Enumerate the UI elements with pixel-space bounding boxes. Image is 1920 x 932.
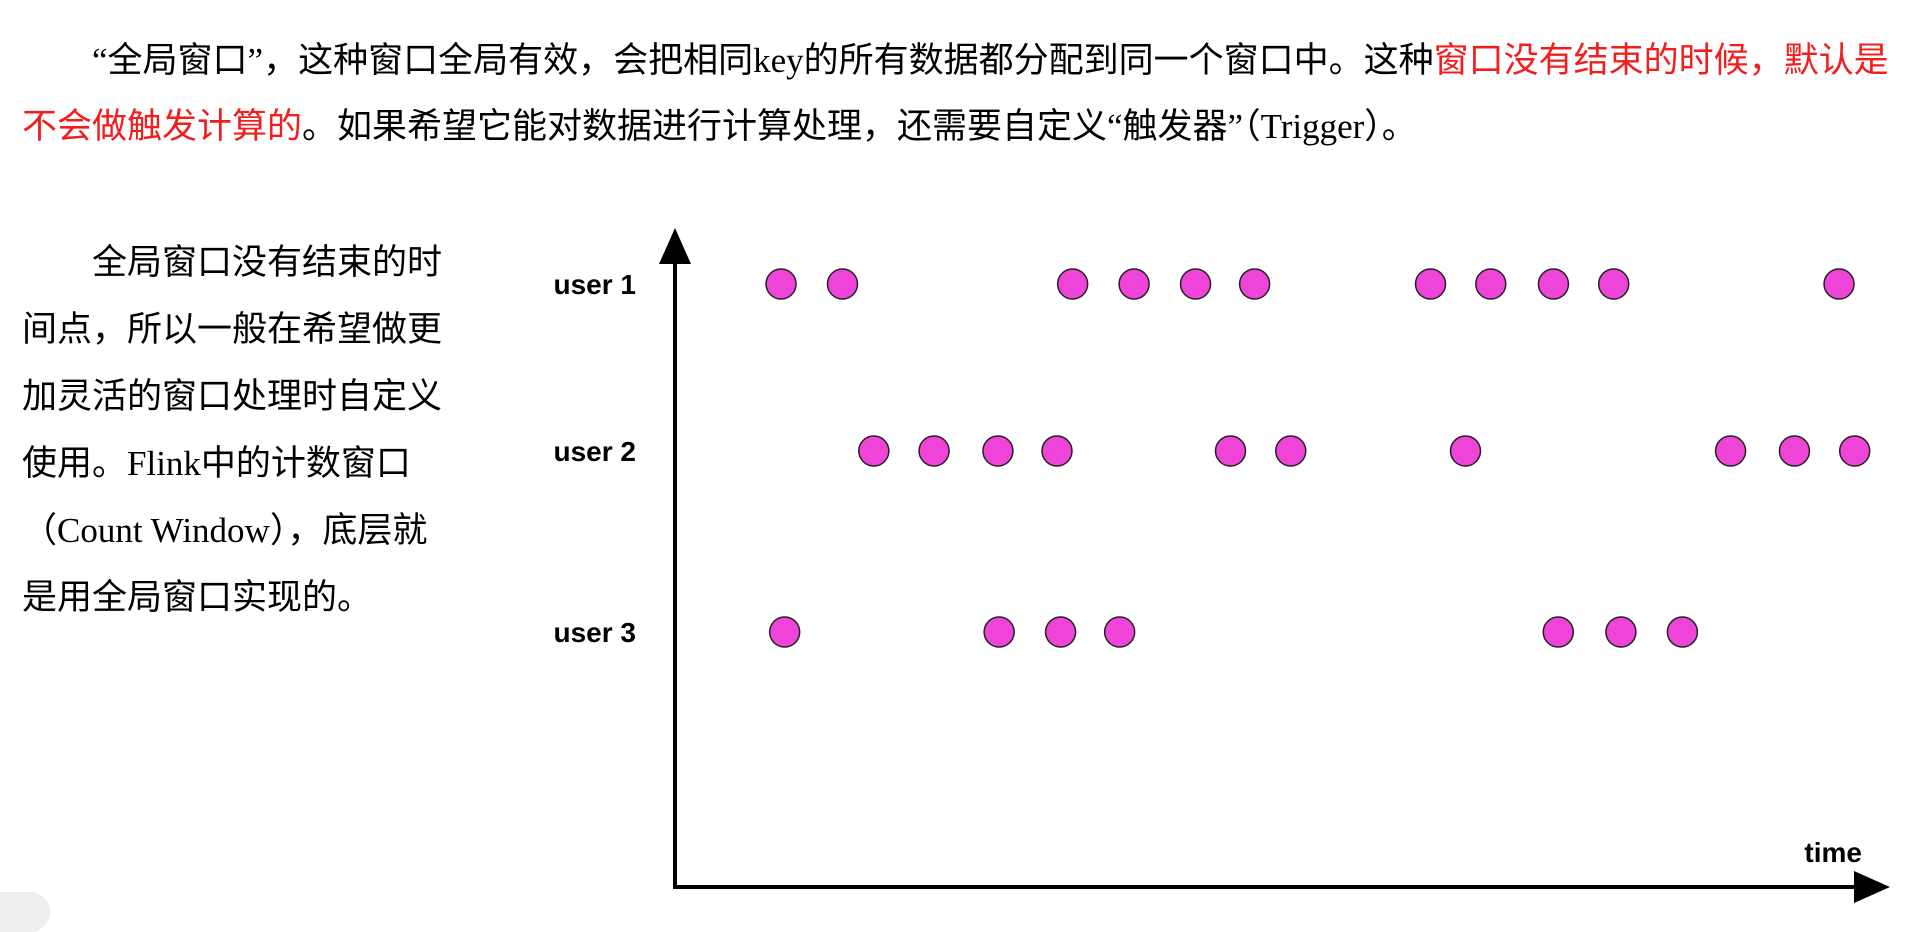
data-point	[1823, 268, 1855, 300]
data-point	[1475, 268, 1507, 300]
data-point	[1666, 616, 1699, 648]
global-window-diagram: time user 1 user 2 user 3	[554, 228, 1890, 903]
series-label: user 1	[554, 269, 637, 300]
data-point	[982, 435, 1014, 467]
data-point	[768, 616, 801, 648]
intro-highlight: 窗口没有结束的时候，默认是不会做触发计算的	[22, 41, 1889, 146]
x-axis-label: time	[1804, 837, 1862, 868]
data-point	[1041, 435, 1073, 467]
data-point	[1179, 268, 1212, 300]
intro-text-1: “全局窗口”，这种窗口全局有效，会把相同key的所有数据都分配到同一个窗口中。这…	[92, 41, 1434, 80]
data-point	[1537, 268, 1570, 300]
data-point	[858, 435, 890, 467]
data-point	[826, 268, 859, 300]
data-point	[1542, 616, 1575, 648]
data-point	[983, 616, 1015, 648]
data-point	[1714, 435, 1747, 467]
data-point	[1118, 268, 1150, 300]
data-point	[1449, 435, 1482, 467]
series-label: user 2	[554, 436, 637, 467]
series-label: user 3	[554, 617, 637, 648]
data-point	[1044, 616, 1077, 648]
data-point	[1214, 435, 1247, 467]
intro-text-2: 。如果希望它能对数据进行计算处理，还需要自定义“触发器”（Trigger）。	[302, 107, 1417, 146]
side-note: 全局窗口没有结束的时间点，所以一般在希望做更加灵活的窗口处理时自定义使用。Fli…	[22, 243, 443, 617]
data-point	[918, 435, 950, 467]
data-point	[1605, 616, 1637, 648]
data-point	[1414, 268, 1447, 300]
data-point	[765, 268, 797, 300]
data-point	[1103, 616, 1136, 648]
corner-widget	[0, 892, 50, 932]
data-point	[1838, 435, 1871, 467]
intro-paragraph: “全局窗口”，这种窗口全局有效，会把相同key的所有数据都分配到同一个窗口中。这…	[22, 28, 1912, 160]
data-point	[1778, 435, 1811, 467]
data-point	[1056, 268, 1089, 300]
data-point	[1275, 435, 1307, 467]
data-point	[1238, 268, 1271, 300]
data-point	[1597, 268, 1630, 300]
